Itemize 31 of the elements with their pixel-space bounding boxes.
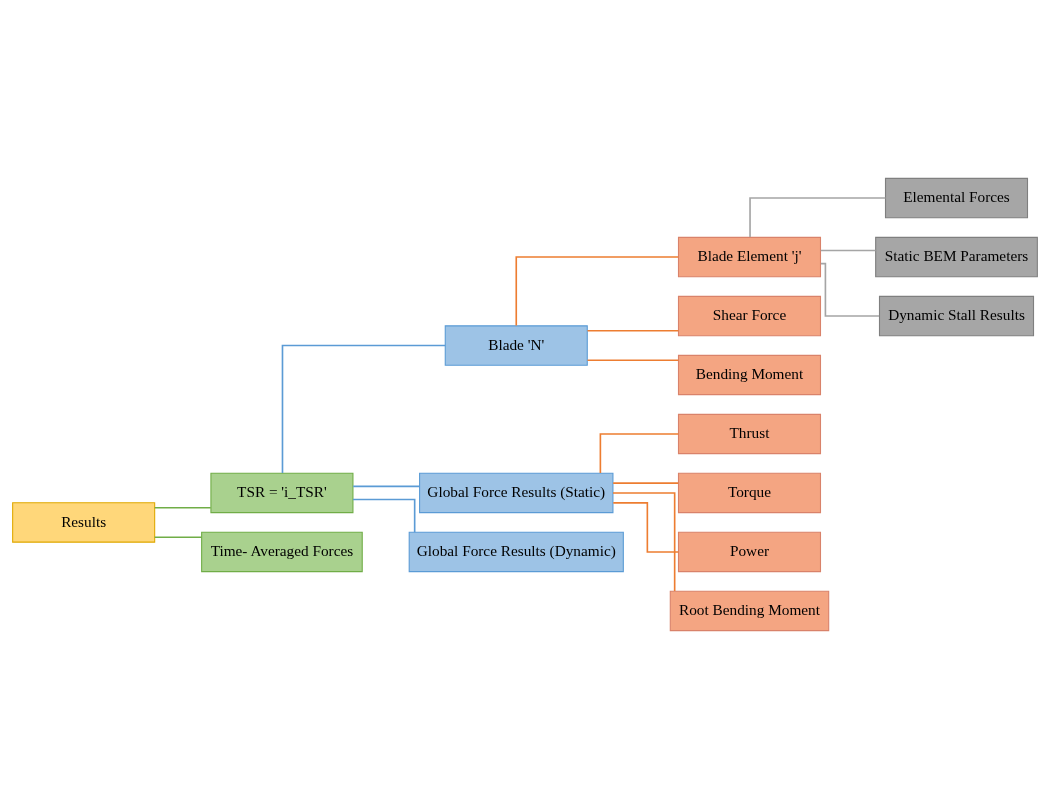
- node-box: Elemental Forces: [884, 177, 1029, 218]
- node-box: Bending Moment: [677, 354, 822, 395]
- node-box: Global Force Results (Static): [419, 472, 614, 513]
- connector: [819, 249, 877, 251]
- connector: [586, 329, 680, 332]
- node-box: Time- Averaged Forces: [201, 531, 363, 572]
- connector: [612, 501, 680, 553]
- node-box: Blade 'N': [444, 324, 588, 366]
- connector: [612, 481, 679, 484]
- connector: [352, 498, 416, 533]
- node-box: Results: [12, 501, 156, 543]
- connector: [515, 255, 680, 326]
- node-box: Global Force Results (Dynamic): [408, 531, 624, 572]
- connector: [281, 344, 446, 474]
- connector: [352, 485, 421, 487]
- node-box: Thrust: [677, 413, 822, 454]
- connector: [749, 196, 887, 238]
- connector: [586, 358, 680, 361]
- node-box: Dynamic Stall Results: [878, 295, 1035, 336]
- connector: [599, 432, 680, 474]
- connector: [153, 506, 212, 509]
- node-box: Power: [677, 531, 822, 572]
- node-box: Root Bending Moment: [669, 590, 830, 631]
- connector: [820, 262, 880, 317]
- node-box: Blade Element 'j': [677, 236, 822, 277]
- connector: [612, 491, 676, 592]
- node-box: Static BEM Parameters: [875, 236, 1038, 277]
- node-box: Shear Force: [677, 295, 822, 336]
- node-box: TSR = 'i_TSR': [210, 472, 354, 513]
- connector: [153, 535, 203, 538]
- node-box: Torque: [677, 472, 822, 513]
